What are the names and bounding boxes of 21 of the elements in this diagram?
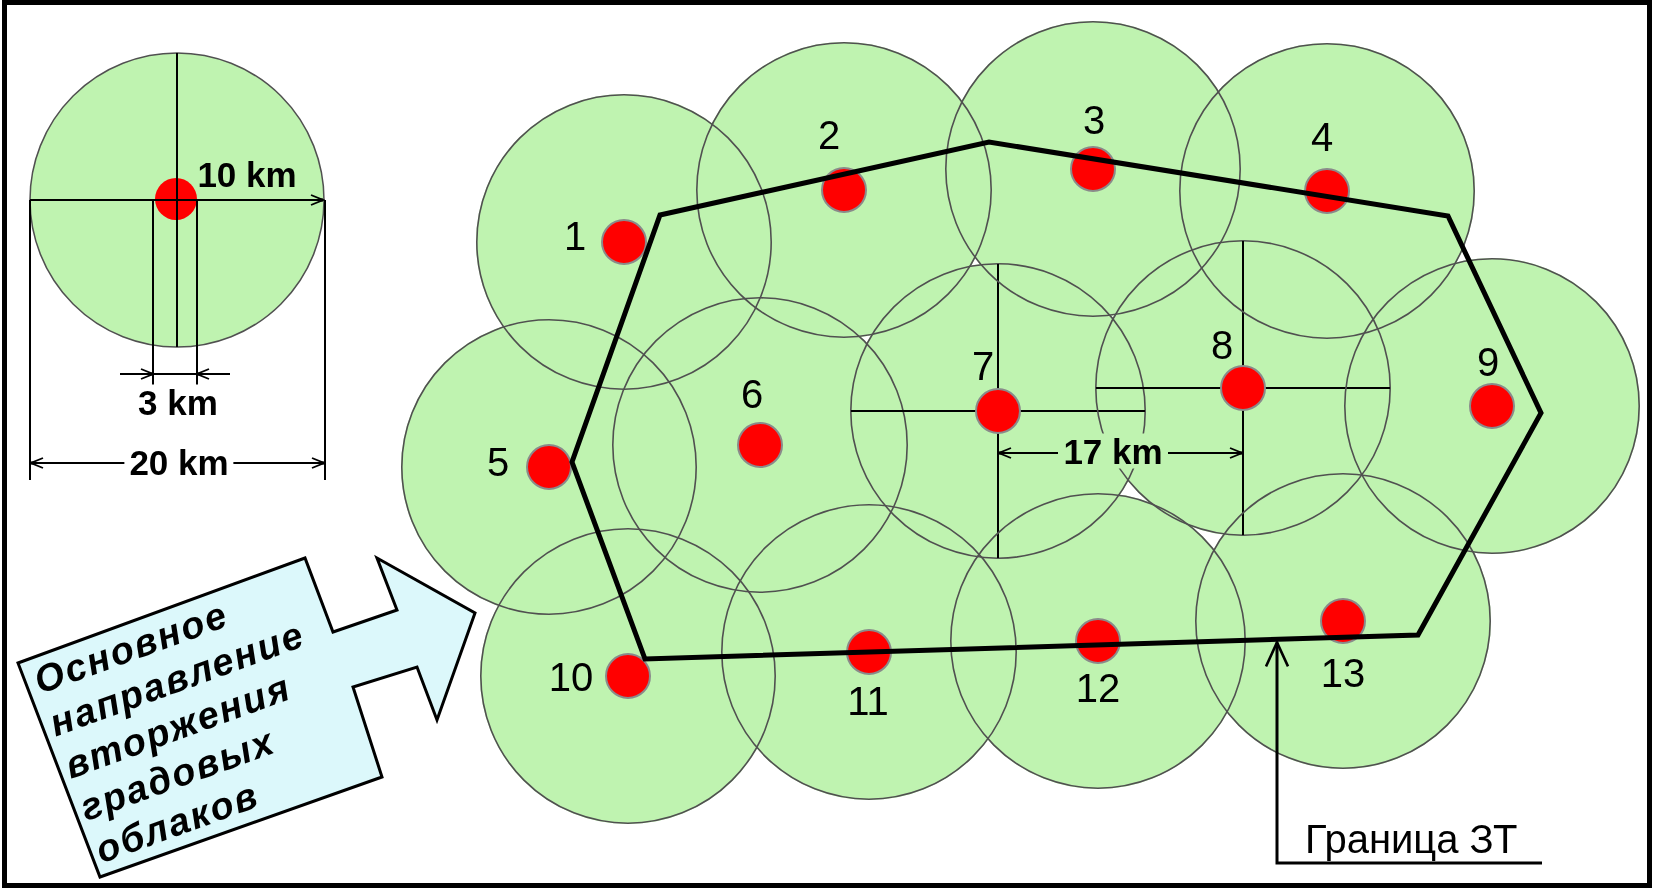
site-number: 1 bbox=[563, 216, 587, 256]
site-number: 7 bbox=[971, 346, 995, 386]
leader-line bbox=[1264, 641, 1542, 865]
coverage-circle bbox=[1344, 258, 1640, 554]
site-number: 8 bbox=[1210, 325, 1234, 365]
dimension-label: 10 km bbox=[196, 156, 298, 192]
boundary-label: Граница ЗТ bbox=[1305, 818, 1542, 861]
block-arrow-callout bbox=[14, 554, 480, 881]
site-number: 5 bbox=[486, 442, 510, 482]
site-number: 3 bbox=[1082, 100, 1106, 140]
site-number: 10 bbox=[548, 657, 594, 697]
site-number: 11 bbox=[847, 681, 889, 721]
coverage-circle bbox=[1195, 473, 1491, 769]
site-number: 6 bbox=[740, 374, 764, 414]
site-number: 9 bbox=[1476, 342, 1500, 382]
site-number: 4 bbox=[1310, 117, 1334, 157]
site-number: 2 bbox=[817, 115, 841, 155]
site-number: 13 bbox=[1320, 653, 1366, 693]
coverage-circle bbox=[696, 42, 992, 338]
coverage-circle bbox=[950, 493, 1246, 789]
site-number: 12 bbox=[1075, 668, 1121, 708]
